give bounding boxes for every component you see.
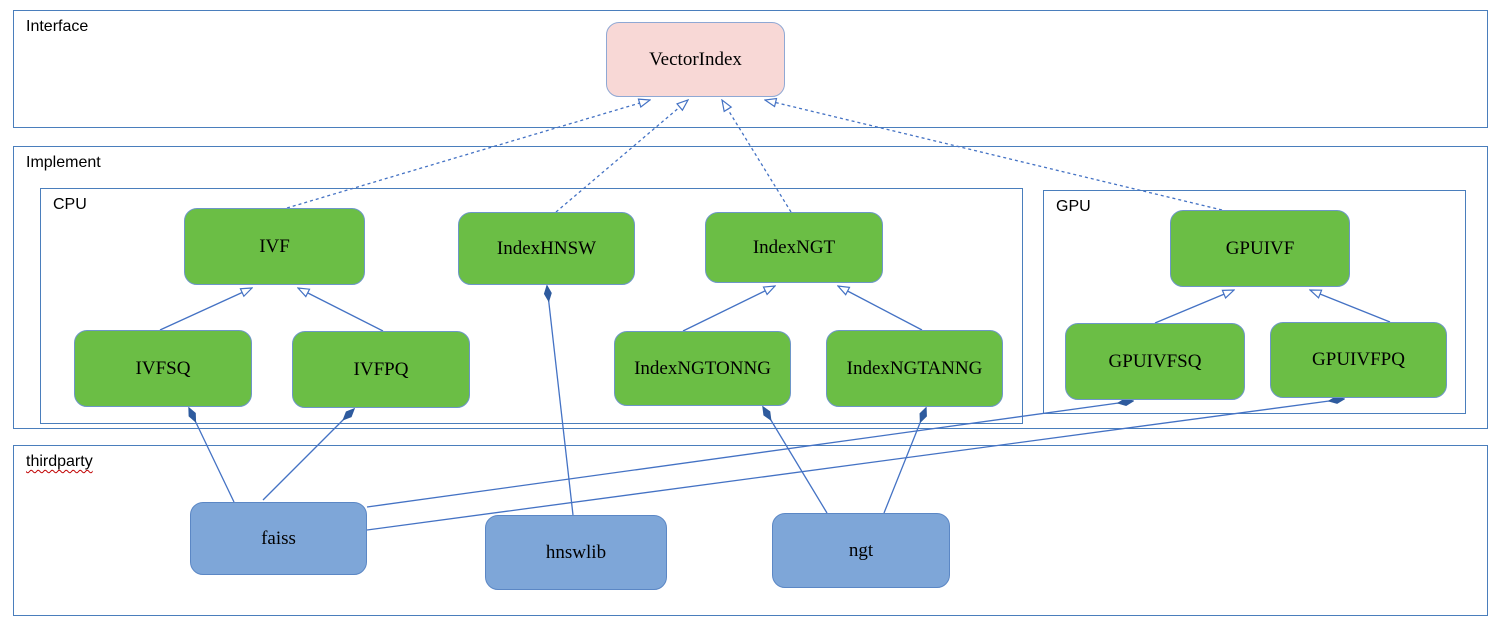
node-vectorindex[interactable]: VectorIndex [606, 22, 785, 97]
edge-faiss-to-gpuivfsq [366, 401, 1133, 508]
node-vectorindex-label: VectorIndex [649, 48, 742, 70]
section-thirdparty: thirdparty [13, 445, 1488, 616]
section-interface: Interface [13, 10, 1488, 128]
node-ngt-label: ngt [848, 539, 874, 561]
edge-indexngtanng-to-indexngt [838, 286, 923, 331]
node-ivfpq[interactable]: IVFPQ [292, 331, 470, 408]
section-implement-label: Implement [26, 154, 101, 171]
node-indexngtonng[interactable]: IndexNGTONNG [614, 331, 791, 406]
section-thirdparty-label: thirdparty [26, 453, 93, 470]
node-gpuivf[interactable]: GPUIVF [1170, 210, 1350, 287]
node-ivf[interactable]: IVF [184, 208, 365, 285]
section-cpu: CPU [40, 188, 1023, 424]
node-hnswlib-label: hnswlib [545, 541, 607, 563]
edge-ngt-to-indexngtanng [883, 408, 926, 514]
node-hnswlib[interactable]: hnswlib [485, 515, 667, 590]
node-indexngtanng-label: IndexNGTANNG [846, 357, 983, 379]
node-gpuivfsq[interactable]: GPUIVFSQ [1065, 323, 1245, 400]
section-gpu-label: GPU [1056, 198, 1091, 215]
edge-indexngt-to-vectorindex [722, 100, 792, 213]
node-indexngtanng[interactable]: IndexNGTANNG [826, 330, 1003, 407]
node-gpuivf-label: GPUIVF [1225, 237, 1295, 259]
node-indexhnsw[interactable]: IndexHNSW [458, 212, 635, 285]
node-ngt[interactable]: ngt [772, 513, 950, 588]
node-ivfsq-label: IVFSQ [135, 357, 191, 379]
node-indexngt-label: IndexNGT [752, 236, 836, 258]
edge-ivfsq-to-ivf [159, 288, 252, 331]
node-ivf-label: IVF [259, 235, 290, 257]
edge-faiss-to-ivfsq [189, 408, 235, 503]
edge-ivf-to-vectorindex [286, 100, 650, 209]
edge-ivfpq-to-ivf [298, 288, 384, 332]
node-faiss[interactable]: faiss [190, 502, 367, 575]
edge-gpuivfpq-to-gpuivf [1310, 290, 1391, 323]
edge-faiss-to-gpuivfpq [366, 399, 1344, 531]
node-ivfpq-label: IVFPQ [353, 358, 409, 380]
edge-gpuivf-to-vectorindex [765, 100, 1223, 211]
edge-faiss-to-ivfpq [262, 409, 354, 501]
node-ivfsq[interactable]: IVFSQ [74, 330, 252, 407]
node-gpuivfsq-label: GPUIVFSQ [1108, 350, 1202, 372]
node-indexngt[interactable]: IndexNGT [705, 212, 883, 283]
section-gpu: GPU [1043, 190, 1466, 414]
edge-ngt-to-indexngtonng [763, 407, 828, 514]
edge-indexngtonng-to-indexngt [682, 286, 775, 332]
section-implement: Implement [13, 146, 1488, 429]
edge-hnswlib-to-indexhnsw [547, 286, 574, 516]
node-indexhnsw-label: IndexHNSW [496, 237, 597, 259]
section-interface-label: Interface [26, 18, 89, 35]
node-gpuivfpq-label: GPUIVFPQ [1312, 349, 1405, 370]
section-cpu-label: CPU [53, 196, 87, 213]
node-gpuivfpq[interactable]: GPUIVFPQ [1270, 322, 1447, 398]
node-faiss-label: faiss [261, 527, 296, 549]
node-indexngtonng-label: IndexNGTONNG [634, 357, 771, 379]
edge-indexhnsw-to-vectorindex [555, 100, 688, 213]
edge-gpuivfsq-to-gpuivf [1154, 290, 1234, 324]
